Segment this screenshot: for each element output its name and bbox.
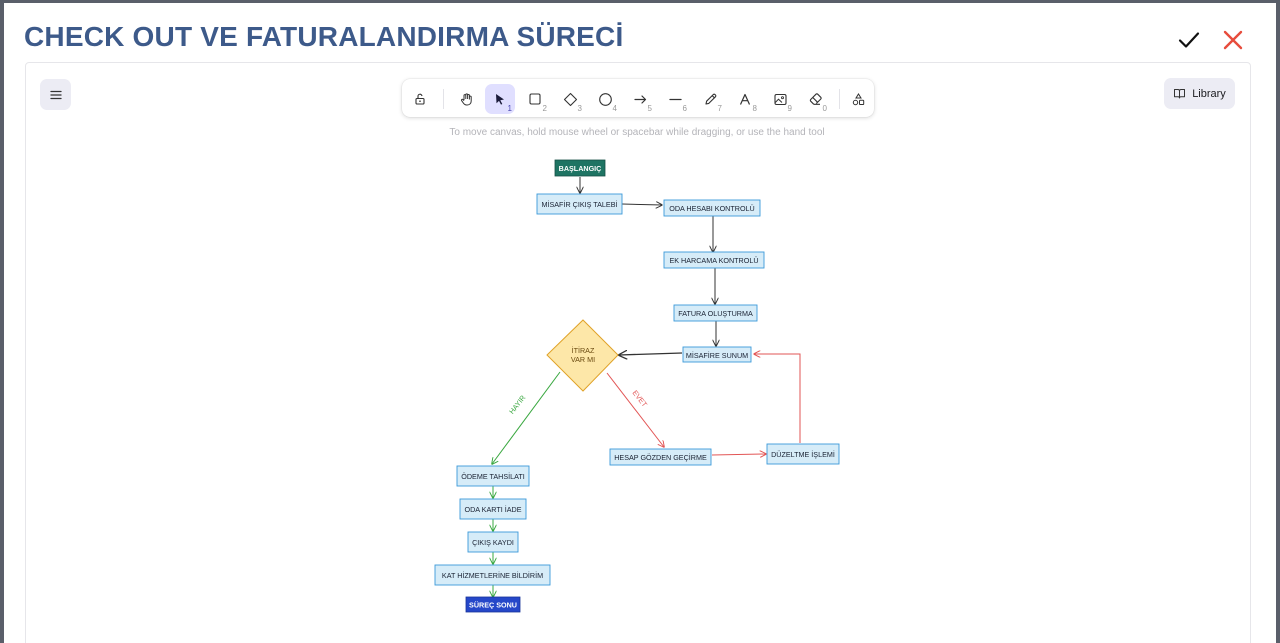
node-extra-expense-check[interactable]: EK HARCAMA KONTROLÜ [663,251,765,269]
shortcut-key: 2 [542,104,547,113]
pencil-icon [704,93,716,105]
arrow-decision-yes[interactable] [606,372,664,447]
shapes-icon [852,92,864,105]
hamburger-menu-icon [49,90,62,99]
node-correction[interactable]: DÜZELTME İŞLEMİ [766,443,840,465]
node-label: KAT HİZMETLERİNE BİLDİRİM [442,571,543,580]
edge-label-no: HAYIR [507,393,527,415]
node-label: DÜZELTME İŞLEMİ [771,450,835,459]
node-checkout-record[interactable]: ÇIKIŞ KAYDI [467,531,519,553]
node-guest-checkout-request[interactable]: MİSAFİR ÇIKIŞ TALEBİ [536,193,623,215]
tool-line[interactable]: 6 [660,84,690,114]
node-start[interactable]: BAŞLANGIÇ [554,159,606,177]
shortcut-key: 6 [682,104,687,113]
node-housekeeping-notice[interactable]: KAT HİZMETLERİNE BİLDİRİM [434,564,551,586]
node-label: ÇIKIŞ KAYDI [472,538,514,547]
shortcut-key: 9 [787,104,792,113]
node-label: SÜREÇ SONU [469,601,517,610]
hand-icon [460,92,472,105]
tool-arrow[interactable]: 5 [625,84,655,114]
node-room-account-check[interactable]: ODA HESABI KONTROLÜ [663,199,761,217]
node-decision-objection[interactable]: İTİRAZ VAR MI [546,319,619,392]
flowchart-editor-dialog: CHECK OUT VE FATURALANDIRMA SÜRECİ [4,3,1276,643]
connectors [492,177,801,597]
arrow-decision-no[interactable] [492,371,561,464]
tool-text[interactable]: 8 [730,84,760,114]
edge-label-yes: EVET [631,388,650,409]
node-label: MİSAFİRE SUNUM [686,351,748,360]
shortcut-key: 7 [717,104,722,113]
rectangle-icon [529,93,541,105]
shortcut-key: 0 [822,104,827,113]
node-label: BAŞLANGIÇ [559,164,602,173]
main-menu-button[interactable] [40,79,71,110]
image-icon [773,93,787,105]
arrow-request-to-room-account[interactable] [621,204,662,205]
node-label: HESAP GÖZDEN GEÇİRME [614,453,707,462]
tool-ellipse[interactable]: 4 [590,84,620,114]
drawing-canvas[interactable] [25,62,1251,643]
tool-image[interactable]: 9 [765,84,795,114]
library-button[interactable]: Library [1164,78,1235,109]
tool-palette: 1 2 3 4 5 [402,79,874,117]
node-label: MİSAFİR ÇIKIŞ TALEBİ [541,200,617,209]
circle-icon [598,92,612,106]
node-label-line2: VAR MI [571,355,595,364]
check-icon [1178,32,1200,48]
shortcut-key: 4 [612,104,617,113]
confirm-button[interactable] [1174,25,1204,55]
node-present-to-guest[interactable]: MİSAFİRE SUNUM [682,346,752,363]
arrow-right-icon [633,94,646,104]
tool-hand[interactable] [451,84,481,114]
eraser-icon [809,92,822,105]
shortcut-key: 3 [577,104,582,113]
arrow-present-to-decision[interactable] [619,353,683,355]
page-title: CHECK OUT VE FATURALANDIRMA SÜRECİ [24,21,624,52]
diamond-icon [563,92,577,106]
shortcut-key: 5 [647,104,652,113]
library-label: Library [1192,87,1226,100]
node-payment-collection[interactable]: ÖDEME TAHSİLATI [456,465,530,487]
tool-diamond[interactable]: 3 [555,84,585,114]
book-icon [1174,89,1186,99]
close-button[interactable] [1218,25,1248,55]
tool-rectangle[interactable]: 2 [520,84,550,114]
node-label: ODA HESABI KONTROLÜ [669,204,754,213]
shortcut-key: 1 [507,104,512,113]
tool-selection[interactable]: 1 [485,84,515,114]
node-process-end[interactable]: SÜREÇ SONU [465,596,521,613]
node-room-card-return[interactable]: ODA KARTI İADE [459,498,527,520]
flowchart-diagram: EVET HAYIR BAŞLANGIÇ MİSAFİR ÇIKIŞ TALEB… [434,159,840,613]
node-label: EK HARCAMA KONTROLÜ [669,256,758,265]
node-label: ÖDEME TAHSİLATI [461,472,525,481]
tool-draw[interactable]: 7 [695,84,725,114]
tool-lock[interactable] [405,84,435,114]
unlock-icon [415,93,425,105]
tool-extra-shapes[interactable] [843,84,873,114]
cursor-arrow-icon [496,94,504,105]
tool-eraser[interactable]: 0 [800,84,830,114]
close-icon [1223,30,1243,50]
canvas-hint: To move canvas, hold mouse wheel or spac… [449,127,825,138]
shortcut-key: 8 [752,104,757,113]
node-account-review[interactable]: HESAP GÖZDEN GEÇİRME [609,448,712,466]
arrow-review-to-correction[interactable] [711,454,766,455]
node-label-line1: İTİRAZ [572,346,595,355]
node-label: FATURA OLUŞTURMA [678,309,753,318]
node-invoice-creation[interactable]: FATURA OLUŞTURMA [673,304,758,322]
line-icon [668,98,682,100]
arrow-correction-to-present[interactable] [754,354,801,443]
text-icon [739,93,750,105]
node-label: ODA KARTI İADE [465,505,522,514]
